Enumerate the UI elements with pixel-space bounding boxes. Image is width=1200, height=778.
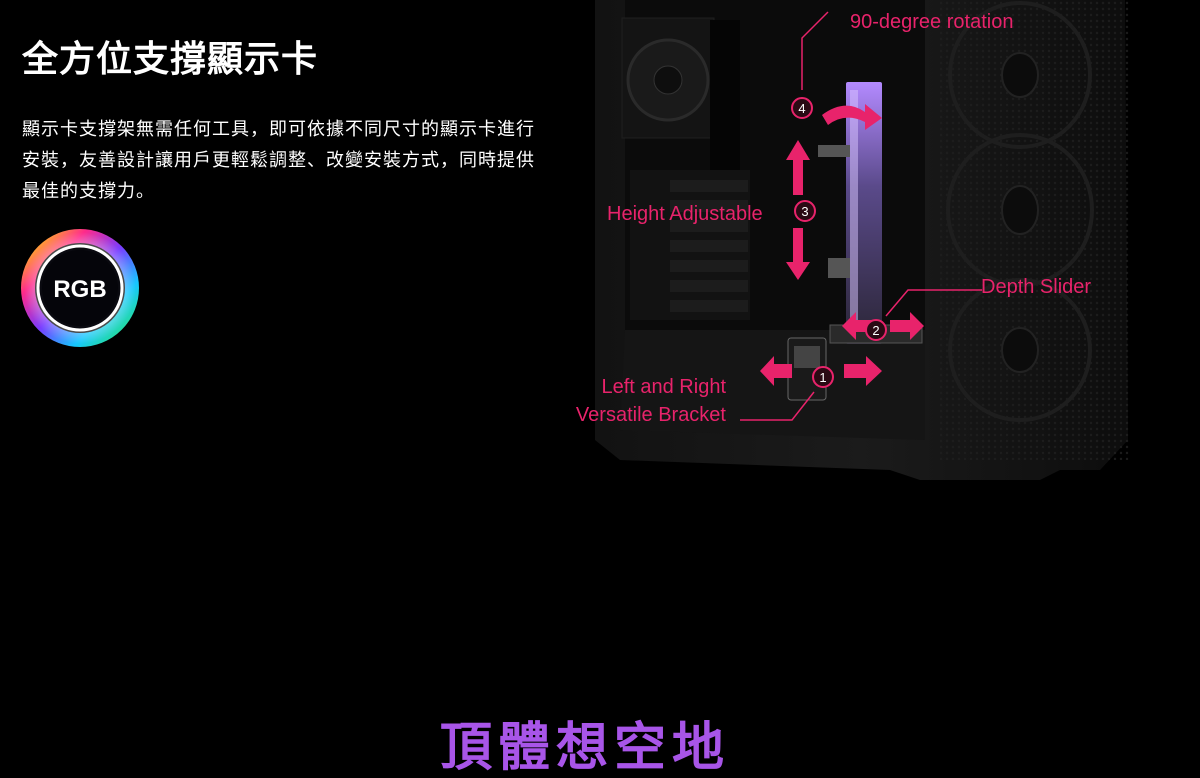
gpu-support-diagram: 4 3 2 1 90-degree rotation Height Adjust… xyxy=(560,0,1200,520)
marker-4: 4 xyxy=(791,97,813,119)
label-bracket-line2: Versatile Bracket xyxy=(575,404,726,426)
pc-case-illustration: 4 3 2 1 xyxy=(595,0,1130,480)
marker-3: 3 xyxy=(794,200,816,222)
adjustment-arrows xyxy=(760,104,924,386)
pci-slots xyxy=(630,170,750,320)
feature-text-block: 全方位支撐顯示卡 顯示卡支撐架無需任何工具，即可依據不同尺寸的顯示卡進行安裝，友… xyxy=(22,36,562,207)
label-rotation: 90-degree rotation xyxy=(850,11,1014,33)
marker-2: 2 xyxy=(865,319,887,341)
rear-fan xyxy=(621,17,715,139)
section-description: 顯示卡支撐架無需任何工具，即可依據不同尺寸的顯示卡進行安裝，友善設計讓用戶更輕鬆… xyxy=(22,119,535,202)
front-fans xyxy=(946,1,1094,422)
section-heading: 全方位支撐顯示卡 xyxy=(22,39,319,80)
svg-text:1: 1 xyxy=(819,370,826,385)
next-section-heading: 頂體想空地 xyxy=(440,718,731,778)
svg-text:2: 2 xyxy=(872,323,879,338)
rgb-badge: RGB xyxy=(20,228,140,348)
label-height: Height Adjustable xyxy=(607,203,763,225)
psu-shroud xyxy=(620,330,925,440)
svg-text:4: 4 xyxy=(798,101,805,116)
svg-text:3: 3 xyxy=(801,204,808,219)
label-depth: Depth Slider xyxy=(981,276,1092,298)
rgb-badge-text: RGB xyxy=(53,276,106,303)
callout-lines xyxy=(740,11,982,421)
marker-1: 1 xyxy=(812,366,834,388)
label-bracket-line1: Left and Right xyxy=(601,376,726,398)
rgb-ring-icon: RGB xyxy=(21,229,139,347)
